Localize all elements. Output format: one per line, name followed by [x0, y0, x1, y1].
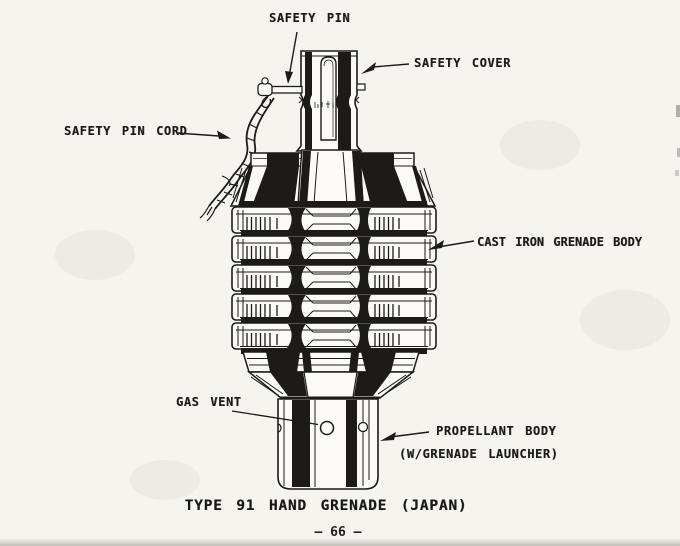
safety-pin-drawing [257, 77, 303, 97]
label-safety-pin-cord: SAFETY PIN CORD [64, 124, 188, 138]
label-safety-cover: SAFETY COVER [414, 56, 511, 70]
arrowhead-icon [285, 71, 293, 84]
grenade-body-shoulder [229, 149, 437, 210]
gas-vent-leader [231, 410, 319, 426]
scan-marks [675, 105, 680, 176]
stamp-marks [314, 101, 339, 108]
arrowhead-icon [380, 432, 396, 441]
scan-smudge [130, 460, 200, 500]
safety-pin-cord-leader [176, 132, 220, 137]
gas-vent-holes [277, 420, 369, 436]
leader-arrows [176, 31, 475, 441]
page-number: — 66 — [314, 525, 362, 540]
propellant-body-drawing [277, 398, 379, 490]
label-cast-iron-grenade-body: CAST IRON GRENADE BODY [477, 235, 642, 249]
safety-cover-leader [372, 63, 410, 68]
scan-smudge [580, 290, 670, 350]
label-safety-pin: SAFETY PIN [269, 11, 351, 25]
page-bottom-edge [0, 538, 680, 546]
safety-pin-leader [288, 31, 298, 75]
cast-iron-leader [440, 240, 475, 248]
fuze-nub [356, 83, 366, 91]
grenade-body-base [241, 348, 427, 399]
scan-smudge [55, 230, 135, 280]
arrowhead-icon [428, 240, 444, 250]
label-gas-vent: GAS VENT [176, 395, 242, 409]
scan-smudge [500, 120, 580, 170]
cast-iron-body-drawing [231, 200, 437, 350]
arrowhead-icon [361, 62, 376, 74]
label-propellant-body-note: (W/GRENADE LAUNCHER) [399, 447, 559, 461]
safety-cover-drawing [295, 50, 366, 152]
label-propellant-body: PROPELLANT BODY [436, 424, 557, 438]
propellant-leader [393, 431, 430, 438]
diagram-caption: TYPE 91 HAND GRENADE (JAPAN) [184, 498, 468, 514]
arrowhead-icon [217, 130, 231, 139]
